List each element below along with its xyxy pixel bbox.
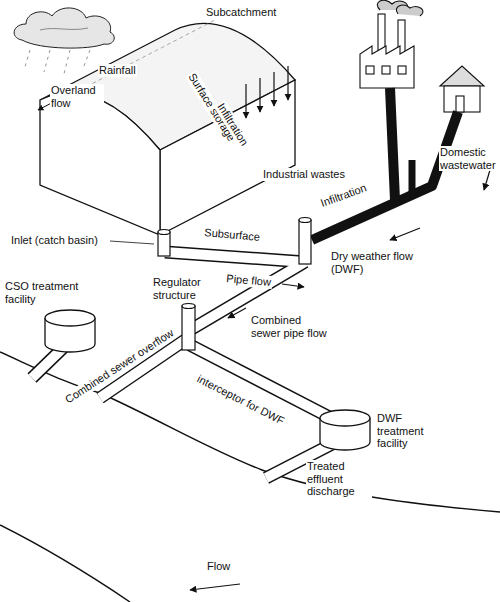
infiltration-arrow xyxy=(245,84,246,118)
regulator-structure xyxy=(182,306,195,350)
drawing-part xyxy=(228,284,304,318)
region-label: Subcatchment xyxy=(205,6,277,19)
rain xyxy=(24,50,90,74)
river-bank xyxy=(0,525,130,602)
house-wall xyxy=(444,86,480,112)
process-label: Rainfall xyxy=(98,64,137,77)
manhole-riser xyxy=(299,220,311,264)
window xyxy=(366,66,374,74)
process-label: Subsurface xyxy=(203,226,262,244)
smoke xyxy=(396,5,423,16)
house-roof xyxy=(440,66,484,86)
facility-label: DWF treatment facility xyxy=(376,412,450,450)
subcatchment-block xyxy=(38,20,295,235)
part-label: Inlet (catch basin) xyxy=(10,234,99,247)
door xyxy=(456,96,464,112)
infiltration-arrows xyxy=(246,66,288,118)
flow-arrow xyxy=(228,308,246,318)
flow-arrow xyxy=(190,584,240,590)
rain xyxy=(44,50,50,72)
part-label: interceptor for DWF xyxy=(194,372,287,428)
flow-arrow xyxy=(484,170,490,190)
cso-tank-top xyxy=(45,310,95,326)
infiltration-arrow xyxy=(273,72,274,106)
treatment-facilities xyxy=(45,310,370,450)
infiltration-arrow xyxy=(259,78,260,112)
factory-building xyxy=(360,46,414,88)
cloud-shade xyxy=(40,28,88,30)
flow-arrow xyxy=(390,228,420,240)
block-end xyxy=(40,93,160,235)
block-side xyxy=(160,80,295,235)
rain xyxy=(64,50,70,74)
inlet-top xyxy=(158,230,170,235)
window xyxy=(398,66,406,74)
manhole-top xyxy=(299,218,311,223)
dwf-pipes xyxy=(312,88,458,240)
process-label: Combined sewer overflow xyxy=(62,326,177,407)
infiltration-arrow xyxy=(287,66,288,100)
cloud xyxy=(14,8,114,48)
cloud xyxy=(14,8,114,48)
source-label: Domestic wastewater xyxy=(439,146,497,171)
window xyxy=(382,66,390,74)
flow-label: Flow xyxy=(206,560,231,573)
factory xyxy=(360,0,423,88)
process-label: Dry weather flow (DWF) xyxy=(330,250,422,275)
source-label: Industrial wastes xyxy=(262,168,346,181)
inlet-riser xyxy=(158,232,170,256)
rain xyxy=(84,50,90,66)
industrial-pipe xyxy=(390,88,395,200)
vent-riser xyxy=(409,160,416,194)
regulator-top xyxy=(182,304,195,309)
facility-label: CSO treatment facility xyxy=(4,280,88,305)
lateral-pipe-inner xyxy=(165,252,305,262)
flow-arrow xyxy=(282,284,304,287)
house xyxy=(440,66,484,112)
lateral-pipe xyxy=(165,252,305,262)
process-label: Treated effluent discharge xyxy=(306,460,372,498)
dwf-tank-top xyxy=(320,410,370,426)
process-label: Overland flow xyxy=(50,84,104,109)
process-label: Infiltration xyxy=(318,181,369,210)
process-label: Pipe flow xyxy=(225,272,273,289)
rain xyxy=(24,50,30,70)
part-label: Regulator structure xyxy=(152,276,212,301)
leader-line xyxy=(110,241,154,244)
process-label: Combined sewer pipe flow xyxy=(250,314,334,339)
dwf-arrows xyxy=(390,170,490,240)
